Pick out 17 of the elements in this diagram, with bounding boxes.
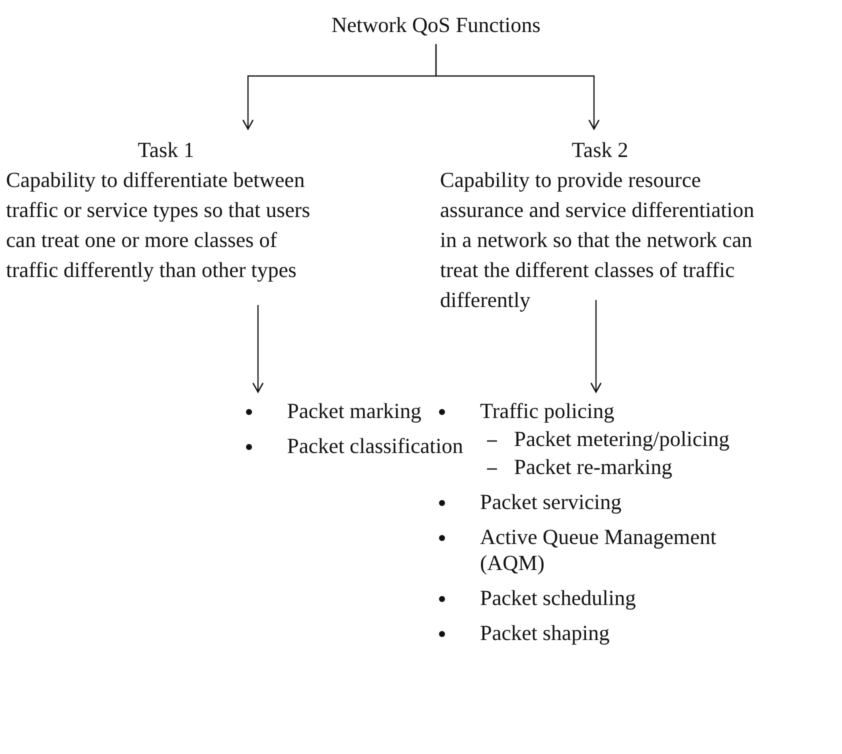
list-item: Traffic policing (480, 398, 614, 424)
list-item: Packet servicing (480, 489, 622, 515)
list-item: Packet scheduling (480, 585, 636, 611)
arrow (252, 305, 264, 393)
list-item: Active Queue Management (AQM) (480, 524, 718, 576)
list-item: Packet metering/policing (514, 426, 730, 452)
list-item: Packet classification (287, 433, 464, 459)
task-heading: Task 1 (136, 137, 196, 164)
task-heading: Task 2 (570, 137, 630, 164)
root-label: Network QoS Functions (330, 12, 542, 39)
arrow (590, 300, 602, 393)
list-item: Packet re-marking (514, 454, 672, 480)
list-item: Packet shaping (480, 620, 610, 646)
task-description: Capability to differentiate between traffic or service types so that users can treat one or more classes of traffic differently than other types (6, 167, 312, 284)
arrow (435, 44, 600, 130)
task-description: Capability to provide resource assurance and service differentiation in a network so that the network can treat the different classes of traffic differently (440, 167, 756, 314)
list-item: Packet marking (287, 398, 422, 424)
